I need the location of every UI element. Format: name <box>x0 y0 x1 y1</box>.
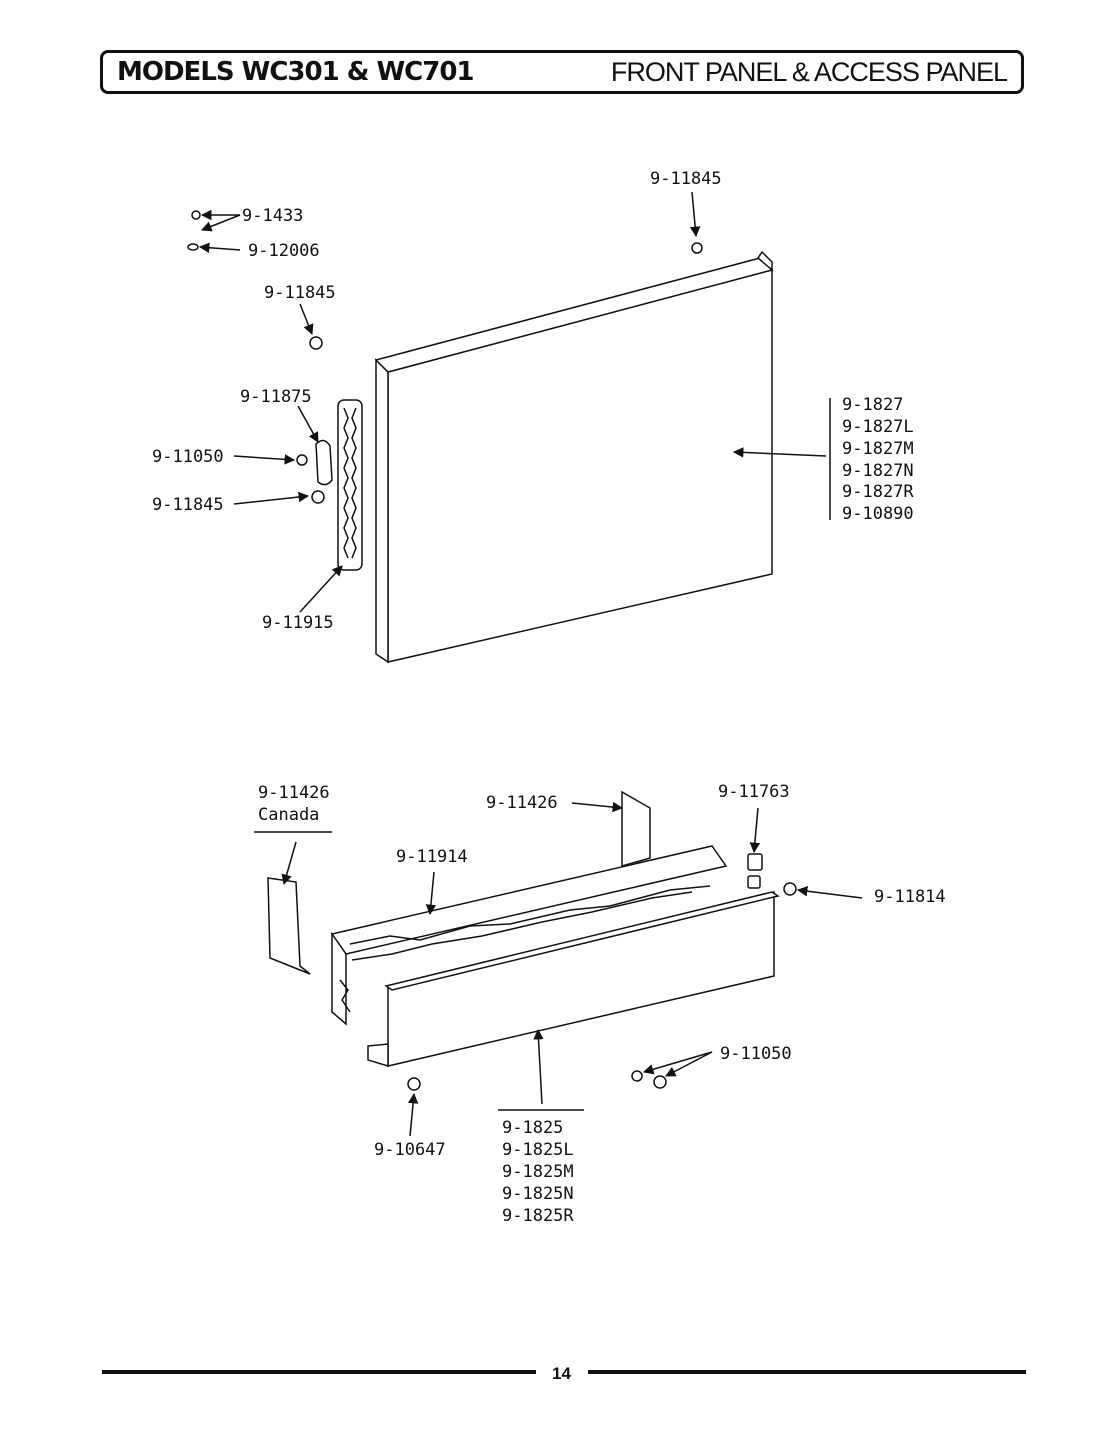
label-insulation-11914: 9-11914 <box>396 847 468 867</box>
front-panel-part: 9-1827R <box>842 482 914 502</box>
front-panel-part: 9-1827 <box>842 395 903 415</box>
access-panel-part: 9-1825 <box>502 1118 563 1138</box>
clip <box>747 853 763 871</box>
side-trim <box>621 790 651 867</box>
label-side-trim: 9-11426 <box>486 793 558 813</box>
section-title: FRONT PANEL & ACCESS PANEL <box>610 57 1008 87</box>
front-panel-part: 9-10890 <box>842 504 914 524</box>
label-screw-left-lower: 9-11845 <box>152 495 224 515</box>
label-screw-11050-left: 9-11050 <box>152 447 224 467</box>
side-trim-canada <box>267 877 311 975</box>
access-panel-part: 9-1825L <box>502 1140 574 1160</box>
label-screw-left-upper: 9-11845 <box>264 283 336 303</box>
access-panel-insulation <box>330 845 728 1026</box>
label-screw-11050-right: 9-11050 <box>720 1044 792 1064</box>
label-screw-1433: 9-1433 <box>242 206 303 226</box>
clip-base <box>747 875 761 889</box>
label-screw-11814: 9-11814 <box>874 887 946 907</box>
screw-icon <box>187 210 797 1091</box>
access-panel-part: 9-1825M <box>502 1162 574 1182</box>
access-panel <box>367 891 780 1068</box>
label-bracket-11875: 9-11875 <box>240 387 312 407</box>
label-side-trim-canada: 9-11426 <box>258 783 330 803</box>
label-handle-11915: 9-11915 <box>262 613 334 633</box>
models-title: MODELS WC301 & WC701 <box>117 57 475 87</box>
label-front-panel: 9-1827 9-1827L 9-1827M 9-1827N 9-1827R 9… <box>842 395 914 524</box>
header-box: MODELS WC301 & WC701 FRONT PANEL & ACCES… <box>100 50 1024 94</box>
front-panel-part: 9-1827L <box>842 417 914 437</box>
label-clip-11763: 9-11763 <box>718 782 790 802</box>
label-top-screw: 9-11845 <box>650 169 722 189</box>
page-number: 14 <box>552 1364 571 1383</box>
front-panel <box>374 250 774 664</box>
label-canada: Canada <box>258 805 319 825</box>
access-panel-part: 9-1825N <box>502 1184 574 1204</box>
front-panel-part: 9-1827M <box>842 439 914 459</box>
label-access-panel: 9-1825 9-1825L 9-1825M 9-1825N 9-1825R <box>502 1118 574 1226</box>
access-panel-part: 9-1825R <box>502 1206 574 1226</box>
label-screw-10647: 9-10647 <box>374 1140 446 1160</box>
front-panel-part: 9-1827N <box>842 461 914 481</box>
handle-bracket <box>315 439 333 486</box>
door-handle <box>337 399 363 571</box>
label-washer-12006: 9-12006 <box>248 241 320 261</box>
